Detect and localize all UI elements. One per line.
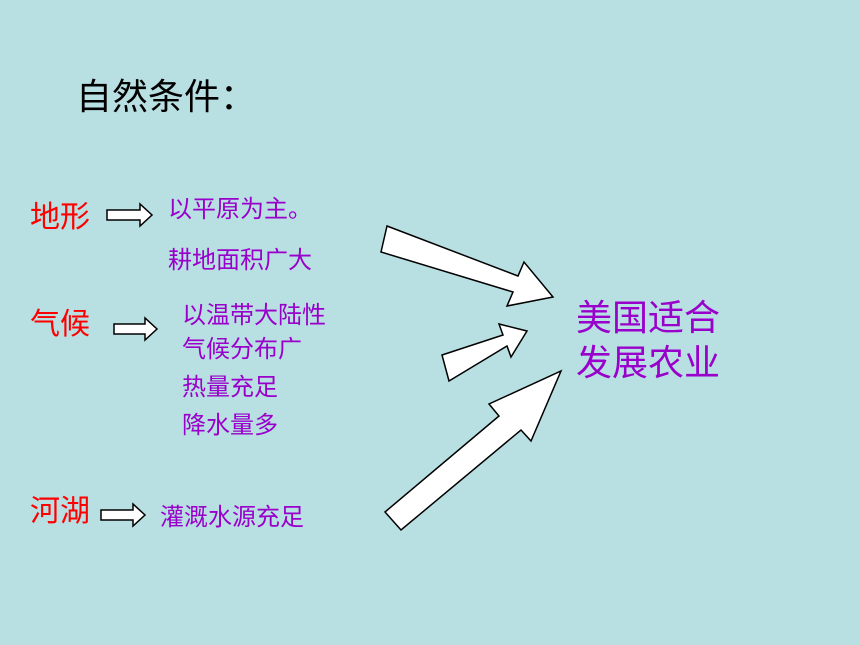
rivers-small-arrow-icon (100, 502, 147, 528)
rivers-detail-1: 灌溉水源充足 (160, 503, 304, 531)
terrain-detail-1: 以平原为主。 (168, 195, 312, 223)
climate-detail-1: 以温带大陆性 (182, 301, 326, 329)
climate-big-arrow-icon (441, 322, 529, 383)
terrain-small-arrow-icon (106, 202, 154, 228)
climate-detail-4: 降水量多 (182, 411, 278, 439)
rivers-big-arrow-icon (383, 369, 563, 532)
terrain-detail-2: 耕地面积广大 (168, 246, 312, 274)
climate-detail-2: 气候分布广 (182, 335, 302, 363)
climate-detail-3: 热量充足 (182, 373, 278, 401)
climate-small-arrow-icon (113, 316, 159, 342)
terrain-big-arrow-icon (380, 224, 555, 308)
factor-rivers-label: 河湖 (30, 494, 90, 529)
page-title: 自然条件： (76, 77, 257, 118)
factor-climate-label: 气候 (30, 307, 90, 342)
conclusion-line-1: 美国适合 (576, 298, 721, 339)
conclusion-text: 美国适合 发展农业 (576, 296, 720, 386)
factor-terrain-label: 地形 (30, 200, 90, 235)
conclusion-line-2: 发展农业 (576, 343, 721, 384)
